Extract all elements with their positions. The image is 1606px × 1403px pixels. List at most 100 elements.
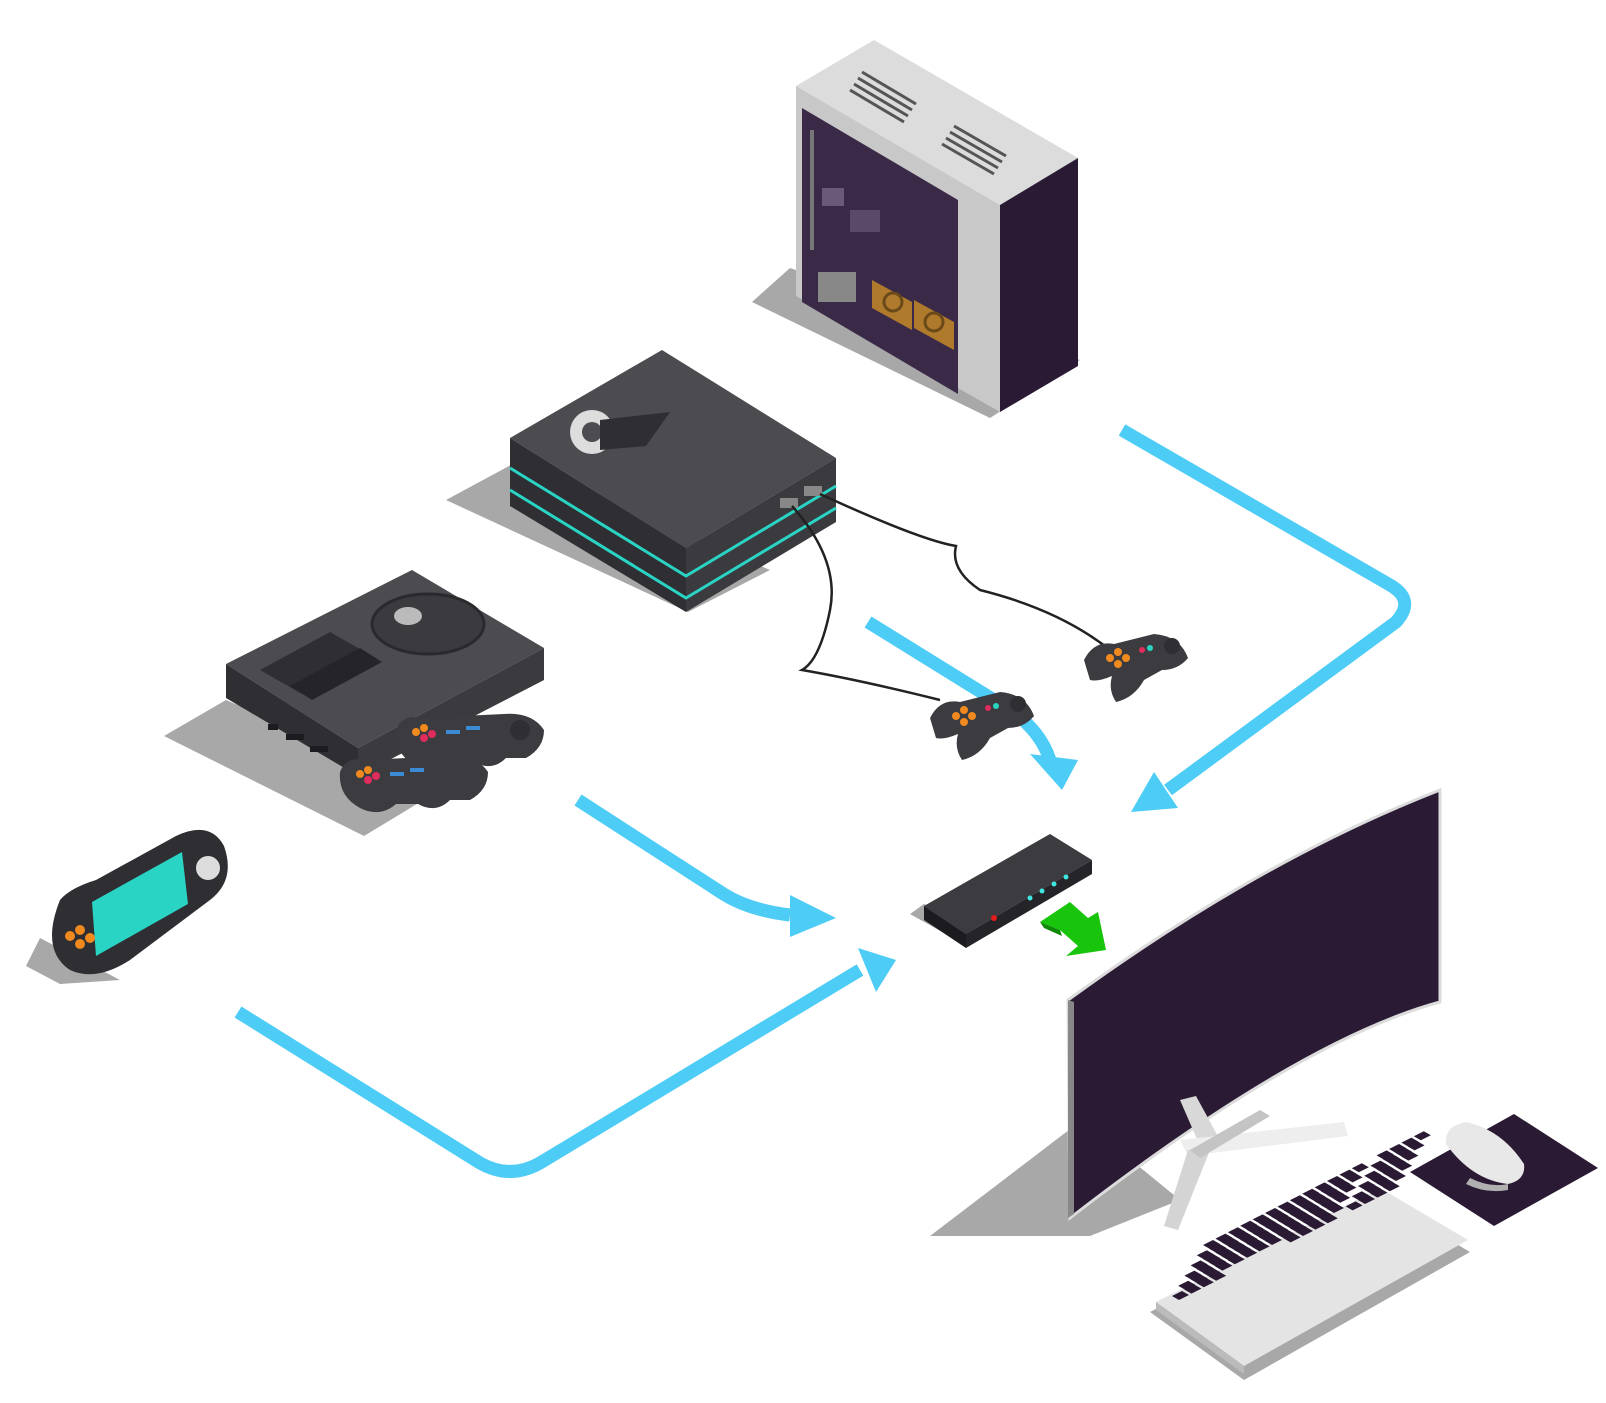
- keyboard-key: [1172, 1291, 1189, 1300]
- keyboard-key: [1190, 1260, 1208, 1270]
- handheld-screen: [92, 852, 188, 956]
- keyboard-keys-icon: [1172, 1131, 1431, 1300]
- keyboard-key: [1258, 1232, 1276, 1242]
- keyboard-key: [1370, 1160, 1388, 1170]
- keyboard-key: [1227, 1227, 1245, 1237]
- retro-disc-lid-icon: [370, 592, 486, 656]
- keyboard-key: [1376, 1164, 1394, 1174]
- arrow-switch-to-monitor: [1040, 902, 1106, 956]
- keyboard[interactable]: [1150, 1131, 1470, 1380]
- keyboard-key: [1209, 1243, 1227, 1253]
- keyboard-key: [1382, 1154, 1400, 1164]
- gaming-pc[interactable]: [752, 40, 1080, 418]
- keyboard-key: [1258, 1218, 1276, 1228]
- handheld-buttons-icon: [65, 925, 95, 949]
- keyboard-key: [1184, 1284, 1202, 1294]
- mouse[interactable]: [1410, 1114, 1598, 1226]
- keyboard-key: [1333, 1193, 1351, 1203]
- keyboard-key: [1320, 1214, 1338, 1224]
- console-port-icon: [780, 486, 822, 508]
- keyboard-key: [1389, 1158, 1406, 1167]
- keyboard-key: [1271, 1211, 1289, 1221]
- arrow-console-to-switch-head: [1030, 754, 1078, 790]
- switch-power-led-icon: [991, 915, 997, 921]
- switch-front: [966, 860, 1092, 948]
- keyboard-edge: [1156, 1302, 1244, 1374]
- keyboard-key: [1308, 1206, 1326, 1216]
- console-accent-stripe-lower: [509, 488, 837, 600]
- keyboard-key: [1339, 1183, 1357, 1193]
- keyboard-key: [1296, 1213, 1313, 1222]
- arrow-retro-to-switch-head: [790, 895, 836, 937]
- controller-body: [1084, 634, 1188, 702]
- keyboard-key: [1221, 1251, 1239, 1261]
- switch-led-icon: [1027, 874, 1069, 901]
- keyboard-key: [1252, 1228, 1270, 1238]
- keyboard-key: [1345, 1173, 1363, 1183]
- keyboard-key: [1339, 1169, 1357, 1179]
- keyboard-key: [1215, 1261, 1233, 1271]
- keyboard-key: [1358, 1181, 1375, 1190]
- controller-cable-right: [819, 492, 1111, 651]
- arrow-handheld-to-switch: [234, 964, 864, 1178]
- retro-controller-lower[interactable]: [339, 755, 488, 813]
- handheld-console[interactable]: [26, 829, 228, 984]
- keyboard-key: [1351, 1191, 1369, 1201]
- keyboard-key: [1376, 1150, 1394, 1160]
- keyboard-key: [1314, 1182, 1332, 1192]
- keyboard-key: [1240, 1248, 1258, 1258]
- retro-cartridge-slot-inner: [290, 648, 382, 700]
- keyboard-key: [1252, 1214, 1270, 1224]
- keyboard-key: [1184, 1270, 1202, 1280]
- hdmi-switch[interactable]: [910, 834, 1092, 948]
- keyboard-key: [1314, 1210, 1332, 1220]
- keyboard-key: [1227, 1255, 1245, 1265]
- keyboard-key: [1389, 1144, 1406, 1153]
- keyboard-key: [1203, 1240, 1220, 1249]
- keyboard-key: [1252, 1242, 1270, 1252]
- keyboard-key: [1196, 1250, 1214, 1260]
- keyboard-key: [1308, 1192, 1326, 1202]
- keyboard-key: [1401, 1151, 1419, 1161]
- handheld-dpad-icon: [196, 856, 220, 880]
- keyboard-key: [1376, 1178, 1394, 1188]
- switch-left-end: [924, 906, 966, 948]
- keyboard-key: [1277, 1201, 1295, 1211]
- keyboard-key: [1234, 1245, 1251, 1254]
- keyboard-key: [1277, 1229, 1295, 1239]
- keyboard-key: [1320, 1186, 1338, 1196]
- keyboard-key: [1246, 1238, 1264, 1248]
- keyboard-key: [1283, 1219, 1301, 1229]
- keyboard-key: [1283, 1205, 1301, 1215]
- modern-controller-left[interactable]: [930, 692, 1034, 760]
- controller-cable-left: [791, 505, 941, 702]
- keyboard-key: [1302, 1202, 1320, 1212]
- console-front: [510, 438, 686, 612]
- pc-top: [796, 40, 1078, 205]
- keyboard-key: [1345, 1201, 1363, 1211]
- keyboard-key: [1327, 1204, 1344, 1213]
- retro-controller-upper[interactable]: [395, 713, 544, 771]
- modern-controller-right[interactable]: [1084, 634, 1188, 702]
- keyboard-key: [1246, 1224, 1264, 1234]
- keyboard-key: [1289, 1223, 1307, 1233]
- console-accent-stripe: [509, 466, 837, 578]
- keyboard-key: [1382, 1182, 1400, 1192]
- keyboard-key: [1333, 1179, 1351, 1189]
- keyboard-key: [1240, 1234, 1258, 1244]
- keyboard-key: [1302, 1188, 1320, 1198]
- keyboard-key: [1364, 1184, 1382, 1194]
- keyboard-key: [1358, 1195, 1375, 1204]
- keyboard-key: [1314, 1196, 1332, 1206]
- keyboard-key: [1302, 1216, 1320, 1226]
- modern-console[interactable]: [446, 350, 1111, 702]
- keyboard-key: [1320, 1200, 1338, 1210]
- console-side: [686, 458, 836, 612]
- keyboard-key: [1209, 1271, 1227, 1281]
- keyboard-key: [1227, 1241, 1245, 1251]
- switch-top: [924, 834, 1092, 934]
- pc-internals-icon: [810, 130, 954, 350]
- curved-monitor[interactable]: [930, 787, 1442, 1236]
- keyboard-key: [1395, 1161, 1413, 1171]
